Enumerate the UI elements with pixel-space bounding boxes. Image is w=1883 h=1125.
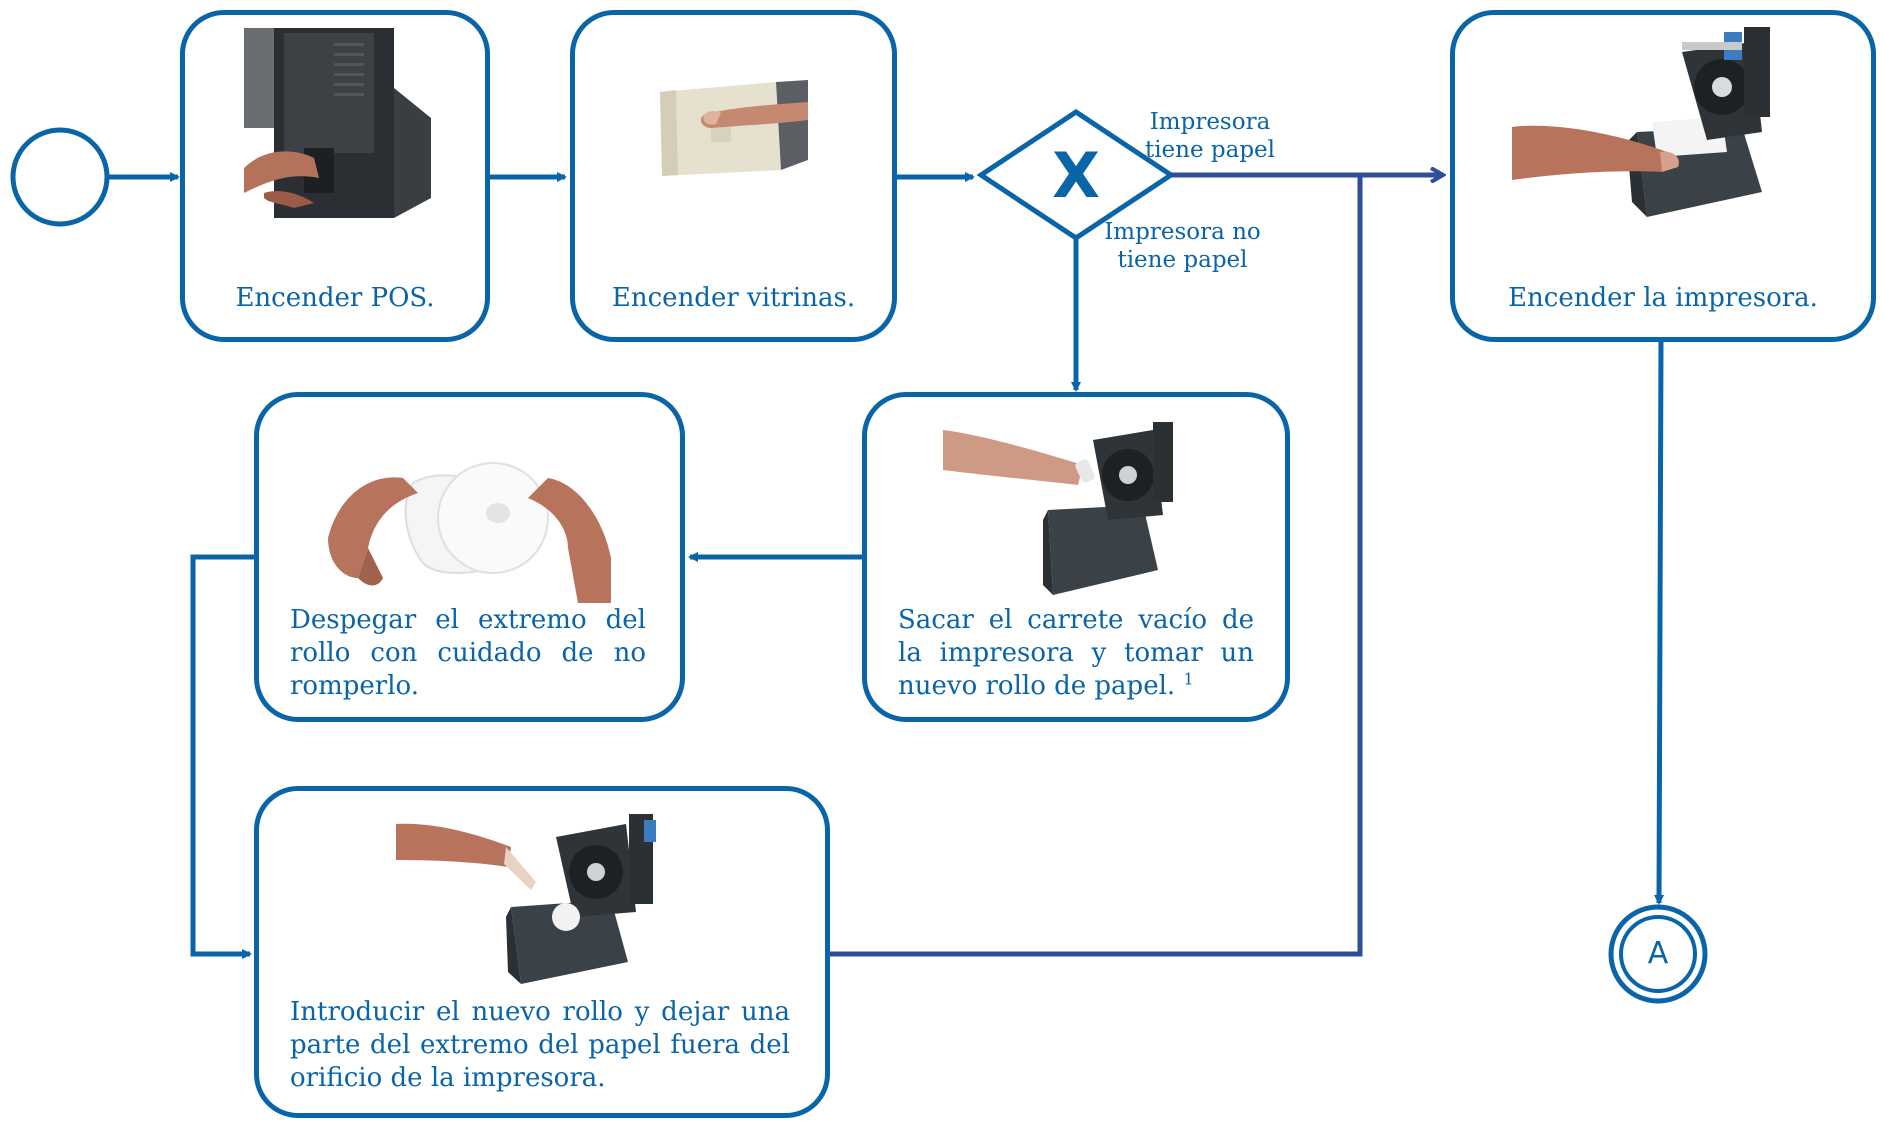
- remove-reel-image: [943, 422, 1173, 595]
- step-label-despegar-extremo: Despegar el extremo del rollo con cuidad…: [290, 605, 646, 701]
- gateway-label-tiene-papel: Impresora tiene papel: [1144, 109, 1276, 163]
- step-encender-vitrinas: [570, 10, 897, 342]
- flow-arrow-merge: [830, 175, 1363, 957]
- flow-arrow: [190, 554, 254, 959]
- connector-a-label: A: [1647, 936, 1669, 971]
- peel-roll-image: [328, 462, 611, 603]
- flow-arrow: [1654, 341, 1665, 905]
- gateway-x-symbol: X: [1052, 139, 1100, 212]
- step-label-introducir-rollo: Introducir el nuevo rollo y dejar una pa…: [290, 997, 790, 1093]
- gateway-label-no-tiene-papel: Impresora no tiene papel: [1104, 219, 1261, 273]
- footnote-marker: 1: [1183, 669, 1194, 689]
- step-label-encender-vitrinas: Encender vitrinas.: [611, 283, 856, 313]
- connector-a-inner: [1619, 915, 1697, 993]
- printer-power-image: [1512, 27, 1770, 217]
- connector-a-outer: [1608, 904, 1708, 1004]
- step-label-sacar-carrete: Sacar el carrete vacío de la impresora y…: [898, 605, 1254, 701]
- start-event: [10, 127, 110, 227]
- step-label-encender-pos: Encender POS.: [235, 283, 435, 313]
- showcase-switch-image: [660, 80, 808, 176]
- pos-terminal-image: [244, 28, 431, 218]
- insert-roll-image: [396, 814, 656, 984]
- step-label-encender-impresora: Encender la impresora.: [1508, 283, 1818, 313]
